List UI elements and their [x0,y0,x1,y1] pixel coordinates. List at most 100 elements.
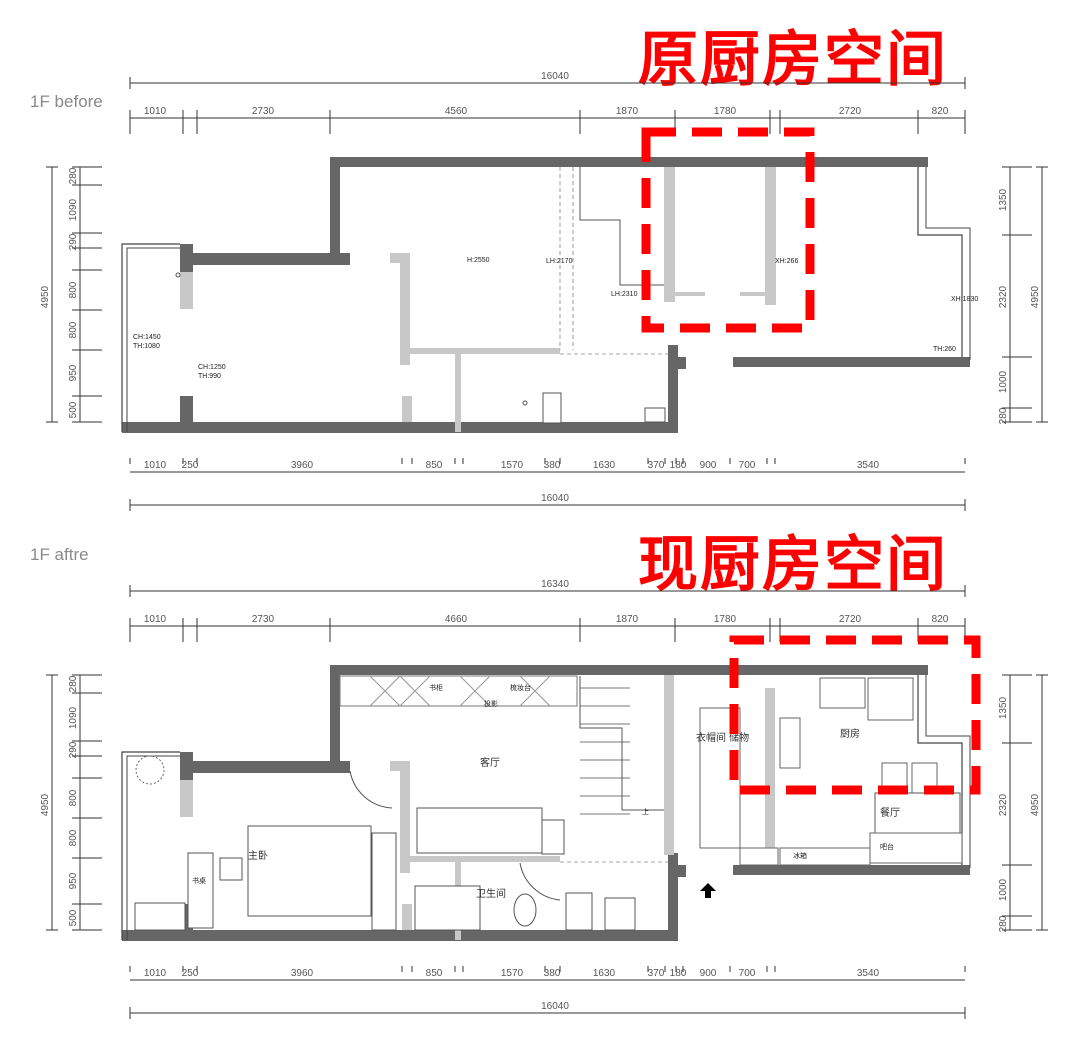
cabinet-cross [369,675,551,707]
dimension-label: 1010 [144,106,167,117]
dimension-label: 2320 [998,793,1009,816]
dimension-label: 500 [68,909,79,926]
before-annotations: H:2550 LH:2170 LH:2310 XH:266 XH:1830 TH… [133,257,978,380]
dimension-label: 700 [739,968,756,979]
wall [678,357,686,369]
dimension-label: 950 [68,364,79,381]
annotation: TH:260 [933,346,956,353]
annotation: CH:1450 [133,334,161,341]
entrance-arrow-icon [700,883,716,898]
dimension-label: 1570 [501,460,524,471]
dimension-total: 16040 [541,71,569,82]
wall [180,396,193,426]
counter [740,292,765,296]
counter [675,292,705,296]
dimension-label: 1780 [714,106,737,117]
dining-table [874,792,961,834]
dimension-label: 800 [68,281,79,298]
dimension-label: 280 [998,915,1009,932]
partition [400,761,410,873]
dimension-label: 1570 [501,968,524,979]
washer [565,892,593,931]
wall [668,345,678,433]
label-projector: 投影 [484,699,498,708]
stove [779,717,801,769]
plan-title-after: 1F aftre [30,545,89,564]
window [917,675,963,865]
dimension-total: 16340 [541,579,569,590]
dimension-label: 1010 [144,614,167,625]
partition [410,856,560,862]
stair-outline [579,167,664,286]
dimension-total: 4950 [1030,793,1041,816]
outlet-icon [175,272,181,278]
window [121,751,180,940]
cabinet [739,847,779,866]
wall [330,665,340,765]
wall [668,853,678,941]
partition [402,396,412,422]
plan-title-before: 1F before [30,92,103,111]
dimension-label: 280 [68,675,79,692]
annotation: LH:2310 [611,291,638,298]
wall [180,761,350,773]
room-dining: 餐厅 [880,806,900,819]
bench [134,902,186,931]
dimension-label: 800 [68,321,79,338]
wall [733,357,970,367]
dimension-label: 950 [68,872,79,889]
wall [330,665,928,675]
dimension-label: 2730 [252,614,275,625]
dimension-label: 1350 [998,696,1009,719]
dimension-label: 500 [68,401,79,418]
wall [330,157,340,257]
wall [733,865,970,875]
plant-icon [135,755,165,785]
dimension-label: 1870 [616,106,639,117]
dimension-total: 4950 [40,793,51,816]
door-swing [542,392,562,424]
wall [330,157,928,167]
room-bath: 卫生间 [476,887,506,900]
dimension-label: 370 [648,968,665,979]
wall [180,253,350,265]
dimension-label: 370 [648,460,665,471]
door-swing [519,862,561,901]
dimension-label: 290 [68,233,79,250]
wall [122,422,670,433]
annotation: TH:1080 [133,343,160,350]
door-swing [349,770,393,809]
after-room-labels: 书柜 梳妆台 投影 客厅 衣帽间 储物 厨房 餐厅 主卧 书桌 卫生间 冰箱 吧… [192,683,900,900]
dimension-label: 800 [68,789,79,806]
fridge [779,847,871,866]
wardrobe [371,832,397,931]
dimension-label: 280 [68,167,79,184]
dimension-label: 900 [700,460,717,471]
annotation: H:2550 [467,257,490,264]
dimension-label: 850 [426,968,443,979]
dimension-label: 1780 [714,614,737,625]
bed [247,825,372,917]
dimension-label: 180 [670,968,687,979]
partition [455,354,461,432]
dimension-label: 1000 [998,878,1009,901]
annotation: XH:1830 [951,296,978,303]
label-fridge: 冰箱 [793,851,807,860]
fridge-unit [867,677,914,721]
dimension-label: 1350 [998,188,1009,211]
highlight-title-before: 原厨房空间 [638,25,948,95]
dimension-label: 800 [68,829,79,846]
dimension-label: 850 [426,460,443,471]
dimension-label: 4660 [445,614,468,625]
dimension-label: 3540 [857,460,880,471]
wall [122,930,670,941]
room-closet: 衣帽间 储物 [696,731,749,744]
dimension-label: 1870 [616,614,639,625]
chair [219,857,243,881]
partition [402,904,412,930]
basin [604,897,636,931]
dimension-label: 3960 [291,968,314,979]
dimension-label: 1010 [144,968,167,979]
kitchen-wall-old [765,167,776,305]
